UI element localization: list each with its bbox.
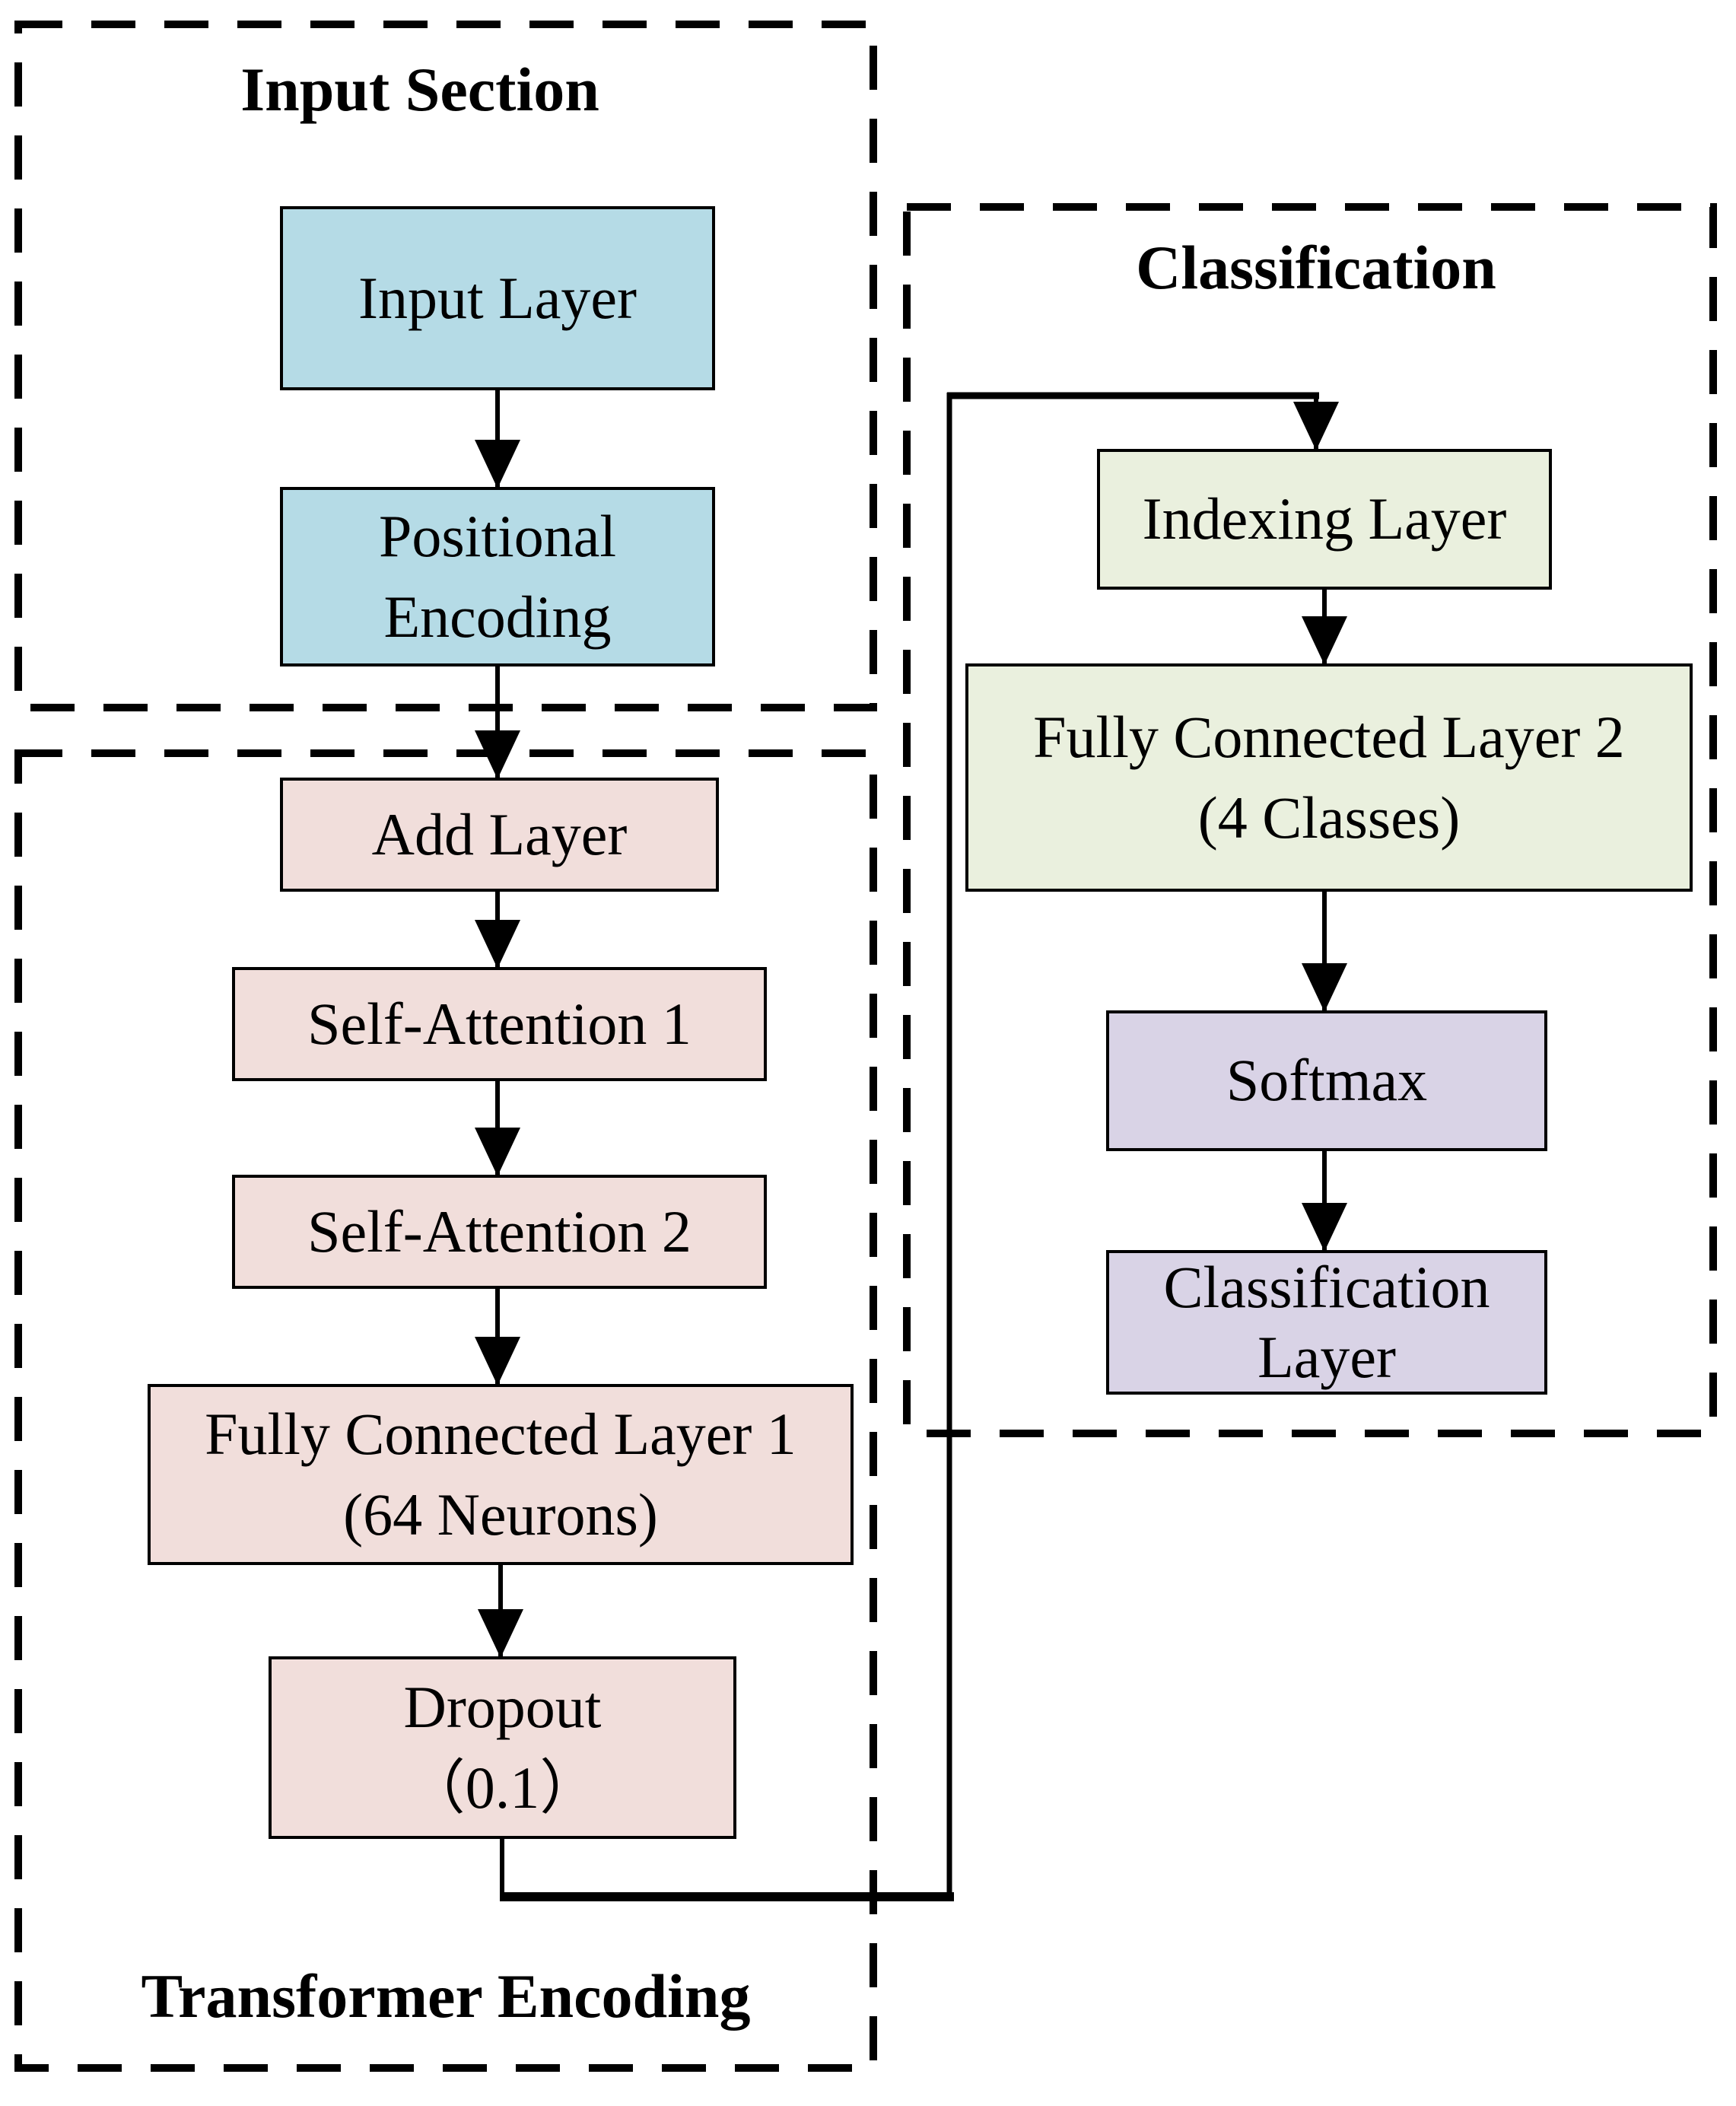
input-section-border (14, 21, 877, 711)
classification-section-title: Classification (1136, 233, 1496, 302)
node-fully-connected-layer-1: Fully Connected Layer 1 (64 Neurons) (148, 1384, 854, 1565)
node-fully-connected-layer-2: Fully Connected Layer 2 (4 Classes) (965, 663, 1693, 892)
node-softmax: Softmax (1106, 1010, 1547, 1151)
node-dropout: Dropout （0.1） (269, 1656, 736, 1839)
node-input-layer: Input Layer (280, 206, 715, 390)
transformer-section-title: Transformer Encoding (141, 1961, 751, 2031)
transformer-section-border (14, 749, 877, 2072)
input-section-title: Input Section (240, 55, 599, 124)
node-self-attention-2: Self-Attention 2 (232, 1175, 767, 1289)
node-self-attention-1: Self-Attention 1 (232, 967, 767, 1081)
node-indexing-layer: Indexing Layer (1097, 449, 1552, 590)
node-positional-encoding: Positional Encoding (280, 487, 715, 666)
node-classification-layer: Classification Layer (1106, 1250, 1547, 1395)
classification-section-border (903, 203, 1717, 1437)
node-add-layer: Add Layer (280, 778, 719, 892)
